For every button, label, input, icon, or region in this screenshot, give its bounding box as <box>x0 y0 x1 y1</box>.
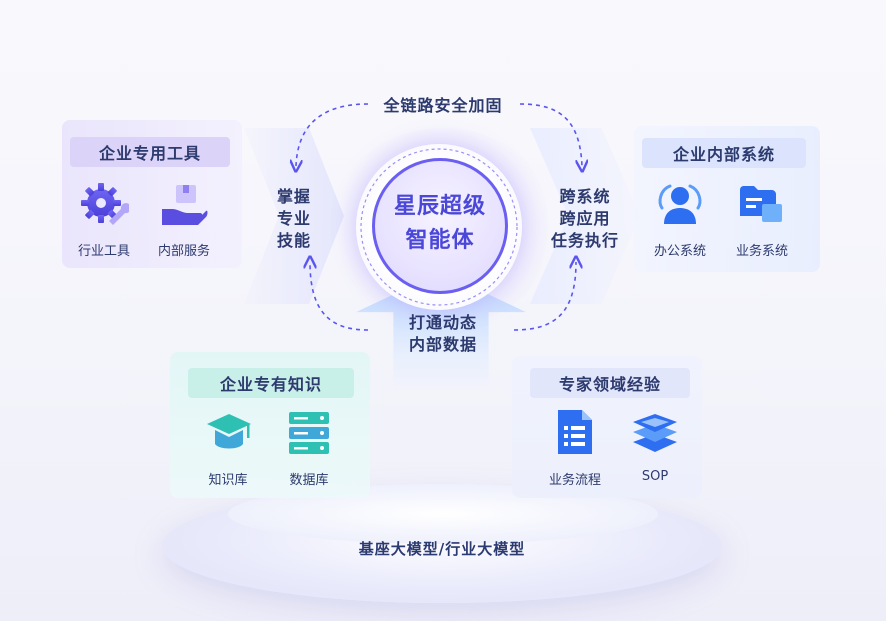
server-icon <box>289 412 329 454</box>
graduation-cap-icon <box>207 414 251 449</box>
center-title-line1: 星辰超级 <box>393 194 486 219</box>
gear-wrench-icon <box>81 183 129 225</box>
center-core <box>372 158 508 294</box>
user-icon <box>658 184 702 224</box>
sop-label: SOP <box>641 469 669 484</box>
business-process-label: 业务流程 <box>548 473 601 488</box>
folder-icon <box>740 186 782 222</box>
enterprise-tools-title: 企业专用工具 <box>70 137 230 167</box>
center-title: 星辰超级 智能体 <box>372 190 508 258</box>
center-title-line2: 智能体 <box>405 228 475 253</box>
right-arrow-line: 任务执行 <box>550 231 619 250</box>
right-arrow-text: 跨系统 跨应用 任务执行 <box>542 186 628 252</box>
bottom-arrow-line: 打通动态 <box>408 313 477 332</box>
internal-service-label: 内部服务 <box>157 244 210 259</box>
security-label: 全链路安全加固 <box>383 96 503 115</box>
left-arrow-text: 掌握 专业 技能 <box>268 186 320 252</box>
enterprise-knowledge-title: 企业专有知识 <box>188 368 354 398</box>
base-model-label: 基座大模型/行业大模型 <box>358 540 526 558</box>
database-label: 数据库 <box>289 473 329 488</box>
left-arrow-line: 掌握 <box>276 187 311 206</box>
center-dashed-ring <box>360 148 518 306</box>
document-list-icon <box>558 410 592 454</box>
industry-tools-label: 行业工具 <box>77 244 130 259</box>
stacked-layers-icon <box>633 414 677 452</box>
expert-experience-title: 专家领域经验 <box>530 368 690 398</box>
left-arrow-line: 技能 <box>276 231 311 250</box>
internal-systems-title: 企业内部系统 <box>642 138 806 168</box>
office-system-label: 办公系统 <box>653 244 706 259</box>
right-arrow-line: 跨应用 <box>559 209 611 228</box>
bottom-arrow-line: 内部数据 <box>408 335 477 354</box>
left-arrow-line: 专业 <box>276 209 311 228</box>
hand-box-icon <box>162 185 208 225</box>
business-system-label: 业务系统 <box>735 244 788 259</box>
bottom-arrow-text: 打通动态 内部数据 <box>392 312 494 356</box>
right-arrow-line: 跨系统 <box>559 187 611 206</box>
knowledge-base-label: 知识库 <box>208 473 248 488</box>
